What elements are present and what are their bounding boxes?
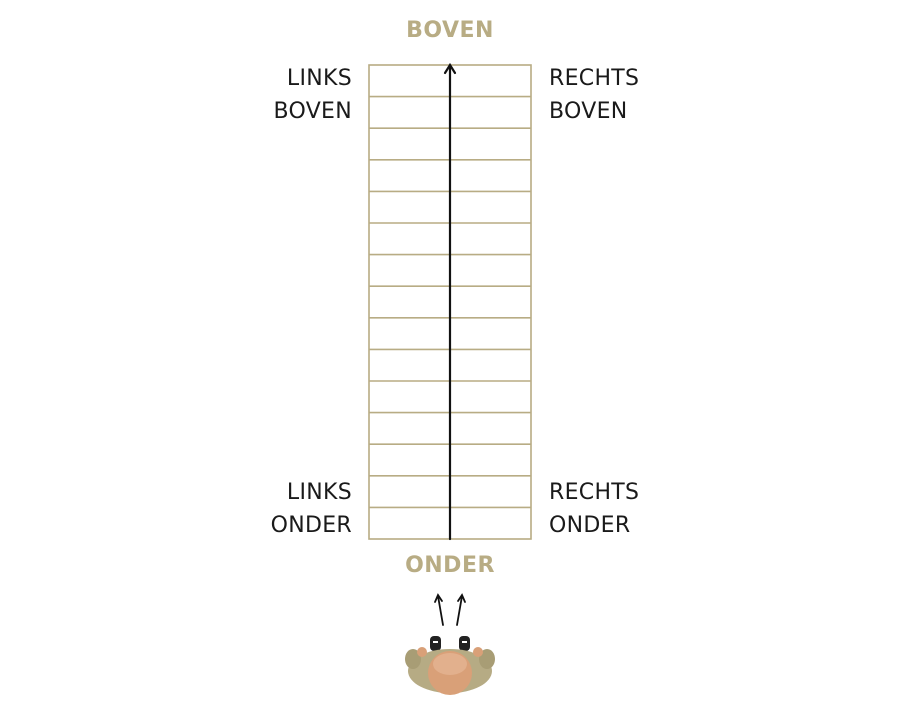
label-top-right-line1: RECHTS	[549, 66, 640, 91]
label-bottom-left-line2: ONDER	[270, 513, 352, 538]
label-bottom-right-line1: RECHTS	[549, 480, 640, 505]
label-bottom-left: LINKS ONDER	[271, 476, 352, 542]
label-bottom-right: RECHTS ONDER	[549, 476, 639, 542]
top-heading: BOVEN	[406, 18, 494, 43]
label-top-right-line2: BOVEN	[549, 99, 628, 124]
label-bottom-right-line2: ONDER	[549, 513, 631, 538]
person-topview-icon	[405, 636, 495, 695]
label-top-left: LINKS BOVEN	[273, 62, 352, 128]
arrow-up-icon	[443, 62, 457, 541]
label-top-right: RECHTS BOVEN	[549, 62, 639, 128]
label-top-left-line2: BOVEN	[273, 99, 352, 124]
label-bottom-left-line1: LINKS	[286, 480, 352, 505]
bottom-heading: ONDER	[405, 553, 495, 578]
label-top-left-line1: LINKS	[286, 66, 352, 91]
view-direction-arrows-icon	[434, 593, 466, 626]
